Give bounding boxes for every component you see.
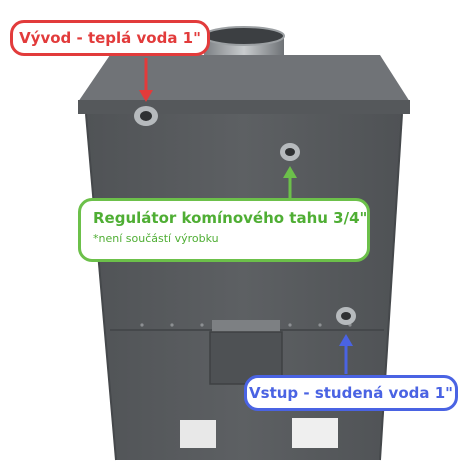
draft-regulator-note: *není součástí výrobku [93, 232, 219, 245]
outlet-port [134, 106, 158, 126]
draft-arrow [283, 166, 297, 198]
info-plate-left [180, 420, 216, 448]
inlet-label: Vstup - studená voda 1" [249, 384, 453, 402]
draft-regulator-callout: Regulátor komínového tahu 3/4" *není sou… [78, 198, 370, 262]
info-plate-right [292, 418, 338, 448]
draft-regulator-label: Regulátor komínového tahu 3/4" [93, 209, 368, 227]
draft-regulator-port [280, 143, 300, 161]
top-cover [78, 55, 410, 102]
inlet-callout: Vstup - studená voda 1" [244, 375, 458, 411]
inlet-arrow [339, 334, 353, 374]
outlet-label: Vývod - teplá voda 1" [19, 29, 201, 47]
outlet-callout: Vývod - teplá voda 1" [10, 20, 210, 56]
inlet-port [336, 307, 356, 325]
outlet-arrow [139, 58, 153, 102]
